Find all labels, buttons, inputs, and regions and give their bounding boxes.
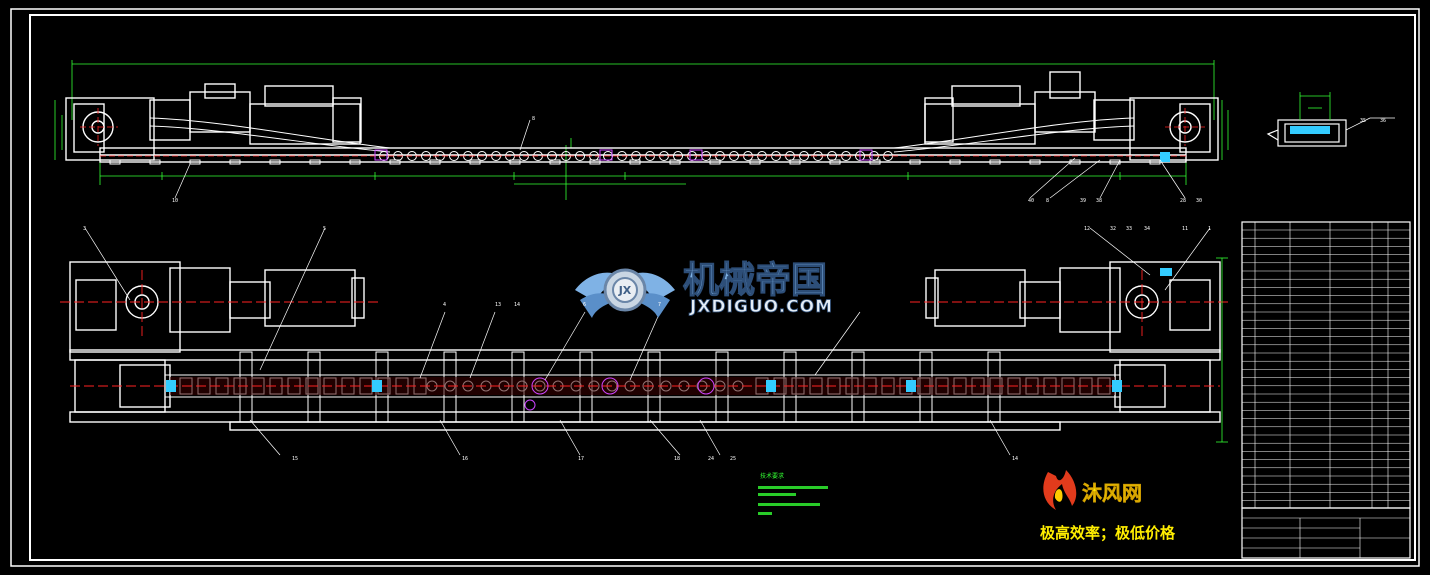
callout-label: 28 (1180, 198, 1186, 204)
watermark-cn: 机械帝国 (683, 260, 827, 301)
side-view (1266, 92, 1395, 147)
technical-notes: 技术要求 (758, 472, 828, 515)
callout-label: 15 (292, 456, 298, 462)
callout-label: 13 (495, 302, 501, 308)
inner-frame (29, 14, 1416, 561)
callout-label: 32 (1110, 226, 1116, 232)
outer-frame (10, 8, 1420, 567)
callout-label: 14 (1012, 456, 1018, 462)
watermark: JX 机械帝国 JXDIGUO.COM (575, 259, 833, 318)
callout-label: 33 (1126, 226, 1132, 232)
callout-label: 25 (730, 456, 736, 462)
promo-badge: 沐风网 极高效率；极低价格 (1040, 470, 1176, 542)
callout-label: 7 (658, 302, 661, 308)
title-block (1241, 507, 1411, 559)
promo-slogan: 极高效率；极低价格 (1040, 524, 1176, 542)
elevation-view (54, 60, 1229, 200)
callout-label: 12 (1084, 226, 1090, 232)
callout-label: 8 (532, 116, 535, 122)
callout-label: 3 (83, 226, 86, 232)
callout-label: 34 (1144, 226, 1150, 232)
callout-label: 6 (583, 302, 586, 308)
callout-label: 24 (708, 456, 714, 462)
callout-label: 4 (443, 302, 446, 308)
callout-label: 36 (1380, 118, 1386, 124)
callout-label: 14 (514, 302, 520, 308)
emblem-letters: JX (618, 284, 632, 297)
gear-wings-emblem-icon: JX (575, 268, 675, 318)
callout-label: 39 (1080, 198, 1086, 204)
callout-label: 17 (578, 456, 584, 462)
callout-label: 10 (172, 198, 178, 204)
callout-label: 40 (1028, 198, 1034, 204)
watermark-en: JXDIGUO.COM (689, 297, 833, 317)
callout-label: 11 (1182, 226, 1188, 232)
callout-label: 18 (674, 456, 680, 462)
plan-view (60, 227, 1230, 456)
promo-brand: 沐风网 (1082, 481, 1142, 505)
callout-label: 30 (1196, 198, 1202, 204)
callout-label: 16 (462, 456, 468, 462)
parts-list (1241, 221, 1411, 559)
callout-label: 35 (1360, 118, 1366, 124)
notes-title: 技术要求 (760, 472, 784, 480)
flame-logo-icon (1043, 470, 1077, 510)
callout-label: 1 (1208, 226, 1211, 232)
callout-label: 5 (323, 226, 326, 232)
callout-label: 38 (1096, 198, 1102, 204)
callout-label: 8 (1046, 198, 1049, 204)
